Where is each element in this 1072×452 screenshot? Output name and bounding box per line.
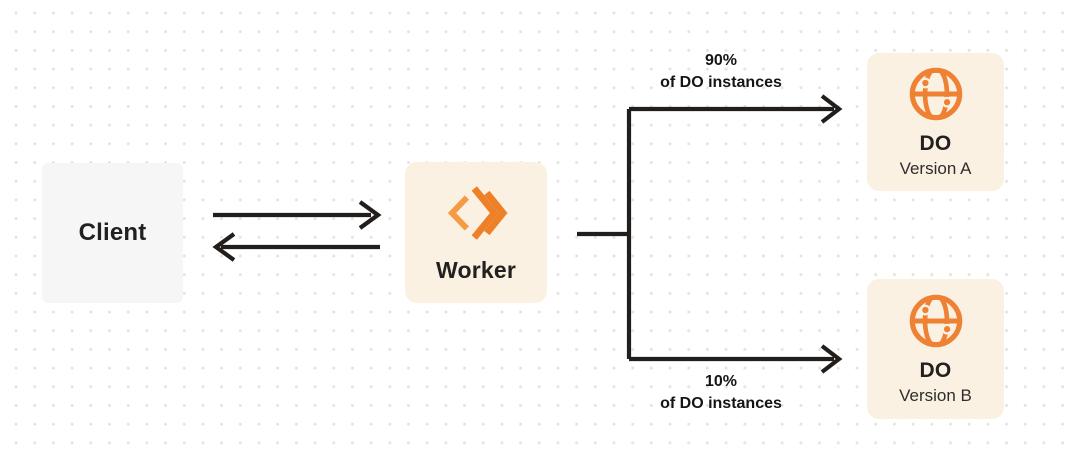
- split-bottom-label: 10% of DO instances: [606, 371, 836, 415]
- workers-chevrons-icon: [444, 181, 508, 245]
- do-version-b-title: DO: [919, 358, 952, 382]
- split-top-percent: 90%: [704, 52, 738, 69]
- durable-object-globe-icon: [908, 66, 964, 122]
- do-version-b-subtitle: Version B: [899, 385, 972, 405]
- split-bottom-percent: 10%: [704, 373, 738, 390]
- client-label: Client: [78, 219, 147, 246]
- durable-object-globe-icon: [908, 293, 964, 349]
- split-top-caption: of DO instances: [660, 74, 782, 91]
- traffic-split-line: [577, 109, 632, 359]
- split-top-label: 90% of DO instances: [606, 50, 836, 94]
- worker-label: Worker: [435, 257, 517, 283]
- client-node: Client: [42, 163, 183, 303]
- do-version-a-subtitle: Version A: [899, 158, 972, 178]
- worker-node: Worker: [405, 162, 547, 303]
- client-to-worker-arrow: [213, 200, 382, 230]
- arrow-to-do-version-a: [629, 94, 843, 124]
- do-version-b-node: DO Version B: [867, 279, 1004, 419]
- do-version-a-node: DO Version A: [867, 53, 1004, 191]
- arrow-to-do-version-b: [629, 344, 843, 374]
- do-version-a-title: DO: [919, 131, 952, 155]
- split-bottom-caption: of DO instances: [660, 395, 782, 412]
- worker-to-client-arrow: [212, 232, 380, 262]
